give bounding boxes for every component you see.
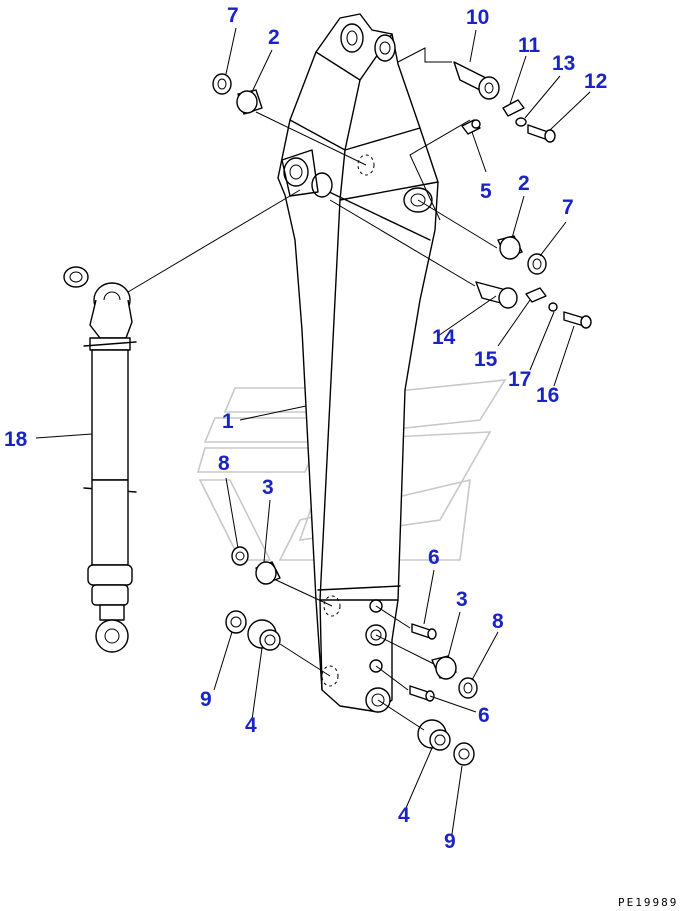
callout-12: 12: [584, 70, 607, 93]
part-5-grease-fitting: [461, 119, 481, 135]
callout-leaders: [35, 27, 591, 835]
part-14-pin: [475, 281, 518, 309]
part-2-bushing-right: [497, 235, 523, 260]
callout-18: 18: [4, 428, 28, 451]
callout-17: 17: [508, 368, 531, 391]
part-8-nut-right: [458, 677, 478, 699]
part-6-grease-fitting-lower: [409, 685, 435, 702]
callout-6: 6: [428, 546, 440, 569]
callout-4: 4: [245, 714, 257, 737]
callout-2: 2: [518, 172, 530, 195]
part-9-nut-left: [225, 610, 247, 634]
arm-cylinder: [63, 266, 137, 653]
drawing-code: PE19989: [618, 896, 678, 909]
callout-9: 9: [200, 688, 212, 711]
part-15-plate: [525, 287, 547, 303]
part-7-nut-right: [527, 253, 547, 275]
part-6-grease-fitting-upper: [411, 623, 437, 640]
part-4-bushing-left: [247, 619, 281, 651]
part-10-pin: [453, 61, 500, 100]
callout-9: 9: [444, 830, 456, 853]
callout-13: 13: [552, 52, 575, 75]
callout-10: 10: [466, 6, 489, 29]
part-4-bushing-right: [417, 719, 451, 751]
assembly-lines: [127, 47, 498, 731]
callout-16: 16: [536, 384, 559, 407]
callout-2: 2: [268, 26, 280, 49]
callout-5: 5: [480, 180, 492, 203]
callout-8: 8: [218, 452, 230, 475]
callout-7: 7: [562, 196, 574, 219]
callout-15: 15: [474, 348, 498, 371]
part-11-plate: [502, 99, 525, 117]
part-9-nut-right: [453, 742, 475, 766]
callout-14: 14: [432, 326, 456, 349]
part-8-nut-left: [231, 546, 249, 566]
part-17-washer: [548, 302, 558, 312]
part-2-bushing-top: [236, 89, 263, 115]
callout-4: 4: [398, 804, 410, 827]
part-12-bolt: [527, 124, 556, 143]
callout-3: 3: [262, 476, 274, 499]
callout-numbers: 7 2 10 11 13 12 5 2 7 14 15 17 16 1 18 8…: [4, 4, 607, 853]
part-7-nut-top: [212, 73, 232, 95]
part-13-washer: [515, 117, 527, 127]
part-16-bolt: [563, 311, 592, 329]
callout-7: 7: [227, 4, 239, 27]
callout-11: 11: [518, 34, 541, 57]
callout-8: 8: [492, 610, 504, 633]
part-3-bushing-left: [255, 561, 281, 585]
callout-3: 3: [456, 588, 468, 611]
callout-1: 1: [222, 410, 234, 433]
callout-6: 6: [478, 704, 490, 727]
arm-body: [277, 13, 439, 713]
part-3-bushing-right: [431, 655, 457, 680]
